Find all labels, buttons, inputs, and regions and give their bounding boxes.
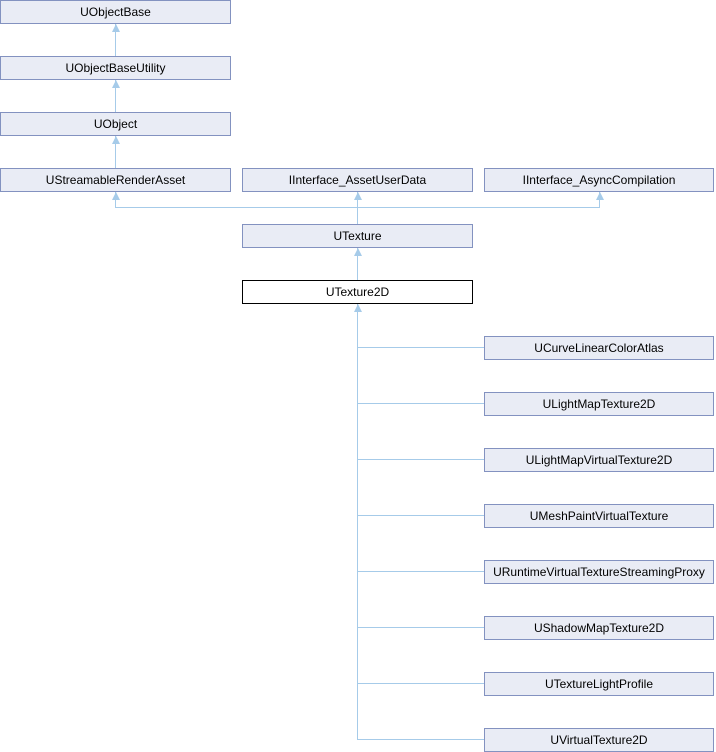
edge-branch-ulightmapvirtualtexture2d <box>357 459 484 460</box>
node-uobjectbaseutility[interactable]: UObjectBaseUtility <box>0 56 231 80</box>
node-uruntimevirtualtexturestreamingproxy[interactable]: URuntimeVirtualTextureStreamingProxy <box>484 560 714 584</box>
edge-branch-uruntimevirtualtexturestreamingproxy <box>357 571 484 572</box>
node-ustreamablerenderasset[interactable]: UStreamableRenderAsset <box>0 168 231 192</box>
node-umeshpaintvirtualtexture[interactable]: UMeshPaintVirtualTexture <box>484 504 714 528</box>
edge-uobject-uobjectbaseutility <box>115 80 116 112</box>
edge-arrowhead <box>112 192 120 200</box>
node-utexturelightprofile[interactable]: UTextureLightProfile <box>484 672 714 696</box>
edge-arrowhead <box>354 304 362 312</box>
edge-stub-iinterface-asynccompilation <box>599 192 600 208</box>
edge-stub-iinterface-assetuserdata <box>357 192 358 208</box>
node-utexture[interactable]: UTexture <box>242 224 473 248</box>
edge-arrowhead <box>112 80 120 88</box>
node-utexture2d-current: UTexture2D <box>242 280 473 304</box>
edge-arrowhead <box>112 24 120 32</box>
edge-branch-ushadowmaptexture2d <box>357 627 484 628</box>
edge-uobjectbaseutility-uobjectbase <box>115 24 116 56</box>
edge-arrowhead <box>354 192 362 200</box>
node-iinterface-assetuserdata[interactable]: IInterface_AssetUserData <box>242 168 473 192</box>
node-iinterface-asynccompilation[interactable]: IInterface_AsyncCompilation <box>484 168 714 192</box>
edge-arrowhead <box>596 192 604 200</box>
edge-branch-ulightmaptexture2d <box>357 403 484 404</box>
edge-stub-ustreamablerenderasset <box>115 192 116 208</box>
edge-branch-utexturelightprofile <box>357 683 484 684</box>
edge-utexture2d-utexture <box>357 248 358 280</box>
node-uobjectbase[interactable]: UObjectBase <box>0 0 231 24</box>
node-ushadowmaptexture2d[interactable]: UShadowMapTexture2D <box>484 616 714 640</box>
edge-arrowhead <box>354 248 362 256</box>
node-ulightmapvirtualtexture2d[interactable]: ULightMapVirtualTexture2D <box>484 448 714 472</box>
node-uvirtualtexture2d[interactable]: UVirtualTexture2D <box>484 728 714 752</box>
edge-branch-umeshpaintvirtualtexture <box>357 515 484 516</box>
edge-ustreamablerenderasset-uobject <box>115 136 116 168</box>
edge-arrowhead <box>112 136 120 144</box>
edge-branch-uvirtualtexture2d <box>357 739 484 740</box>
node-uobject[interactable]: UObject <box>0 112 231 136</box>
edge-branch-ucurvelinearcoloratlas <box>357 347 484 348</box>
node-ucurvelinearcoloratlas[interactable]: UCurveLinearColorAtlas <box>484 336 714 360</box>
edge-utexture-riser <box>357 207 358 224</box>
edge-derived-trunk <box>357 304 358 740</box>
node-ulightmaptexture2d[interactable]: ULightMapTexture2D <box>484 392 714 416</box>
